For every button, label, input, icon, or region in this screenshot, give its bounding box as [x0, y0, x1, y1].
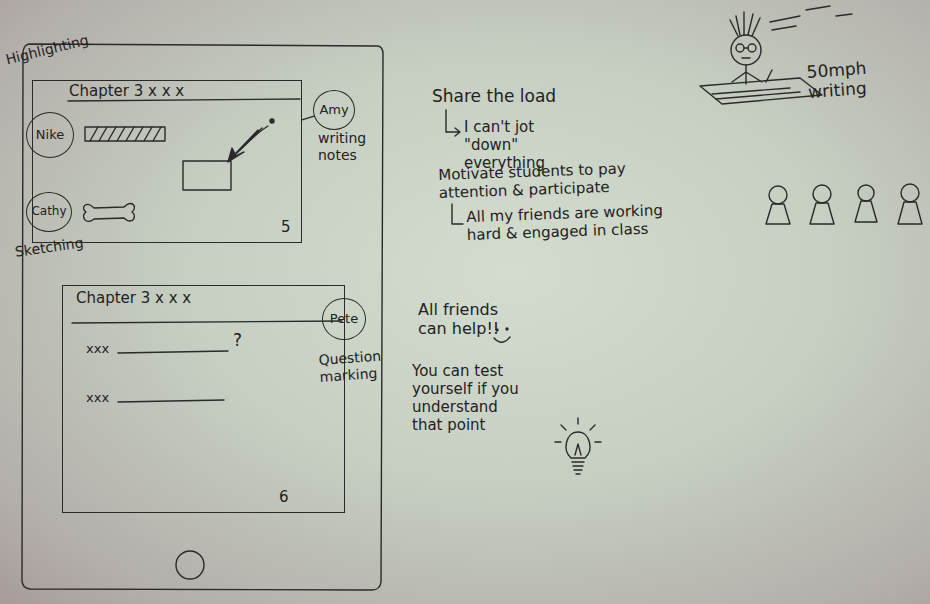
idea-note: You can test yourself if you understand …	[412, 362, 530, 434]
note-line	[118, 400, 224, 402]
idea-note: Share the load	[432, 86, 592, 106]
home-button	[176, 551, 204, 579]
idea-note: Motivate students to pay attention & par…	[438, 158, 679, 202]
chapter-heading: Chapter 3 x x x	[69, 83, 184, 100]
tablet-outline	[22, 44, 383, 590]
anchor-dot	[270, 119, 274, 123]
friend-name: Amy	[319, 103, 348, 117]
note-line	[118, 351, 228, 353]
idea-note: All my friends are working hard & engage…	[466, 200, 689, 244]
classmate-figures	[766, 184, 922, 224]
friend-avatar: Amy	[313, 90, 355, 130]
hatching	[90, 127, 161, 141]
hook-arrow	[446, 110, 460, 136]
hook-bracket	[452, 204, 463, 224]
header-rule	[72, 321, 342, 323]
action-label: Question marking	[318, 347, 394, 386]
action-label: writing notes	[318, 130, 380, 164]
friend-avatar: Cathy	[26, 192, 72, 232]
action-label: Sketching	[14, 230, 115, 261]
page-panel: Chapter 3 x x x 5	[32, 80, 302, 243]
sketch-caption: 50mph writing	[806, 57, 885, 103]
action-label: Highlighting	[4, 30, 95, 68]
page-number: 6	[279, 489, 289, 506]
page-number: 5	[281, 219, 291, 236]
highlight-bar	[85, 127, 165, 141]
light-bulb	[555, 418, 601, 474]
idea-note: All friends can help!!	[418, 300, 528, 338]
friend-name: Pete	[330, 312, 358, 326]
arrow-head	[228, 148, 244, 162]
question-mark: ?	[233, 330, 253, 350]
friend-avatar: Pete	[322, 298, 366, 340]
chapter-heading: Chapter 3 x x x	[76, 290, 191, 307]
bone-sketch	[84, 204, 135, 222]
scribble	[236, 128, 262, 153]
friend-name: Cathy	[31, 205, 66, 218]
leader-line	[302, 116, 315, 120]
note-mark: xxx	[86, 341, 126, 357]
note-box	[183, 161, 231, 190]
friend-name: Nike	[36, 128, 64, 142]
note-mark: xxx	[86, 390, 126, 406]
friend-avatar: Nike	[26, 112, 74, 158]
